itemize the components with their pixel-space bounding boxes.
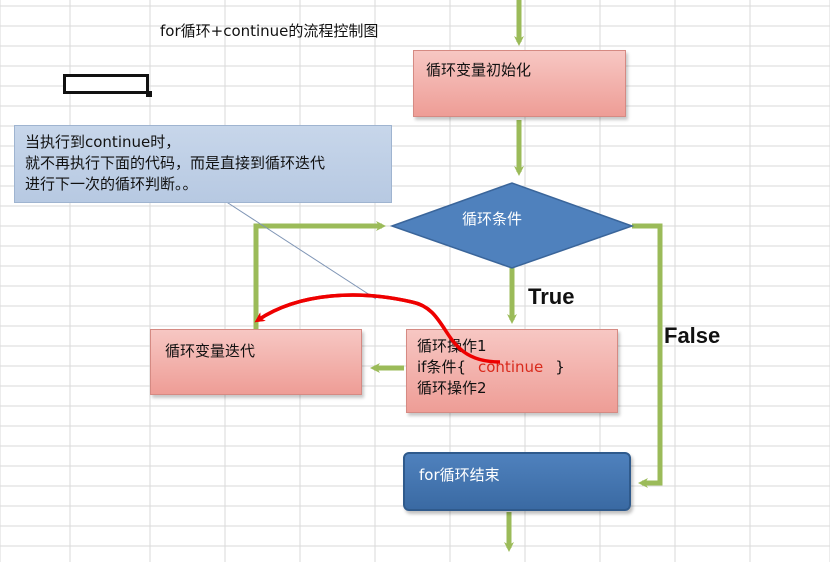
op-line-2: if条件{ continue} — [417, 357, 607, 378]
op-if-suffix: } — [555, 358, 565, 376]
end-label: for循环结束 — [419, 466, 500, 484]
callout-note: 当执行到continue时， 就不再执行下面的代码，而是直接到循环迭代 进行下一… — [14, 125, 392, 203]
callout-line-3: 进行下一次的循环判断。。 — [25, 175, 198, 193]
callout-line-2: 就不再执行下面的代码，而是直接到循环迭代 — [25, 154, 326, 172]
continue-keyword: continue — [478, 358, 544, 376]
iterate-label: 循环变量迭代 — [165, 342, 256, 360]
false-label: False — [664, 323, 721, 348]
op-line-1: 循环操作1 — [417, 337, 487, 355]
init-label: 循环变量初始化 — [426, 61, 532, 79]
cell-fill-handle[interactable] — [146, 91, 152, 97]
iterate-box: 循环变量迭代 — [150, 329, 362, 395]
callout-line-1: 当执行到continue时， — [25, 133, 181, 151]
condition-diamond — [389, 182, 635, 269]
selected-cell[interactable] — [63, 74, 149, 94]
diagram-title: for循环+continue的流程控制图 — [160, 22, 379, 40]
end-box: for循环结束 — [403, 452, 631, 511]
callout-pointer — [224, 200, 377, 300]
arrow-iterate-to-condition — [253, 221, 386, 329]
arrow-false-to-end — [632, 223, 663, 488]
op-if-prefix: if条件{ — [417, 358, 466, 376]
operations-box: 循环操作1 if条件{ continue} 循环操作2 — [406, 329, 618, 413]
op-line-3: 循环操作2 — [417, 379, 487, 397]
init-box: 循环变量初始化 — [413, 50, 626, 117]
condition-label: 循环条件 — [462, 210, 523, 228]
true-label: True — [528, 284, 575, 309]
